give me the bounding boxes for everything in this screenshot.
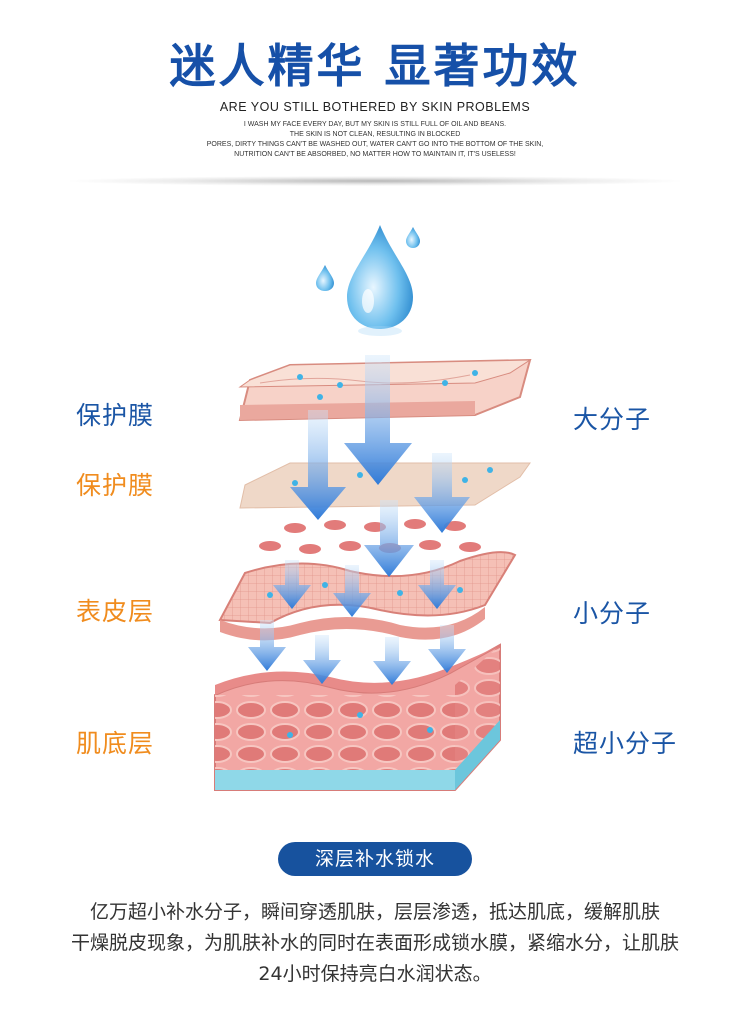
label-small-molecule: 小分子 (573, 599, 652, 628)
small-drop-icon (316, 265, 334, 291)
label-protective-film: 保护膜 (76, 401, 155, 430)
dermis-block (214, 643, 501, 791)
intro-line: I WASH MY FACE EVERY DAY, BUT MY SKIN IS… (243, 121, 507, 128)
intro-text: I WASH MY FACE EVERY DAY, BUT MY SKIN IS… (0, 120, 750, 160)
intro-line: PORES, DIRTY THINGS CAN'T BE WASHED OUT,… (206, 141, 544, 148)
description-line: 24小时保持亮白水润状态。 (258, 963, 492, 985)
shadow-divider (70, 176, 680, 186)
water-drop-icon (347, 225, 413, 336)
description: 亿万超小补水分子，瞬间穿透肌肤，层层渗透，抵达肌底，缓解肌肤 干燥脱皮现象，为肌… (25, 897, 725, 990)
intro-line: NUTRITION CAN'T BE ABSORBED, NO MATTER H… (234, 151, 516, 158)
intro-line: THE SKIN IS NOT CLEAN, RESULTING IN BLOC… (289, 131, 461, 138)
penetration-arrows (248, 355, 470, 685)
small-drop-icon (406, 227, 420, 248)
page-subtitle: ARE YOU STILL BOTHERED BY SKIN PROBLEMS (219, 100, 531, 114)
label-epidermis: 表皮层 (76, 597, 155, 626)
label-large-molecule: 大分子 (573, 405, 652, 434)
description-line: 干燥脱皮现象，为肌肤补水的同时在表面形成锁水膜，紧缩水分，让肌肤 (70, 932, 679, 954)
label-dermis-base: 肌底层 (76, 729, 155, 758)
deep-hydration-badge: 深层补水锁水 (278, 842, 472, 876)
label-protective-film-2: 保护膜 (76, 471, 155, 500)
label-ultra-small-molecule: 超小分子 (573, 729, 678, 758)
skin-layers-illustration (214, 225, 532, 791)
description-line: 亿万超小补水分子，瞬间穿透肌肤，层层渗透，抵达肌底，缓解肌肤 (89, 901, 660, 923)
droplets (267, 370, 493, 738)
page-title: 迷人精华 显著功效 (169, 39, 581, 93)
